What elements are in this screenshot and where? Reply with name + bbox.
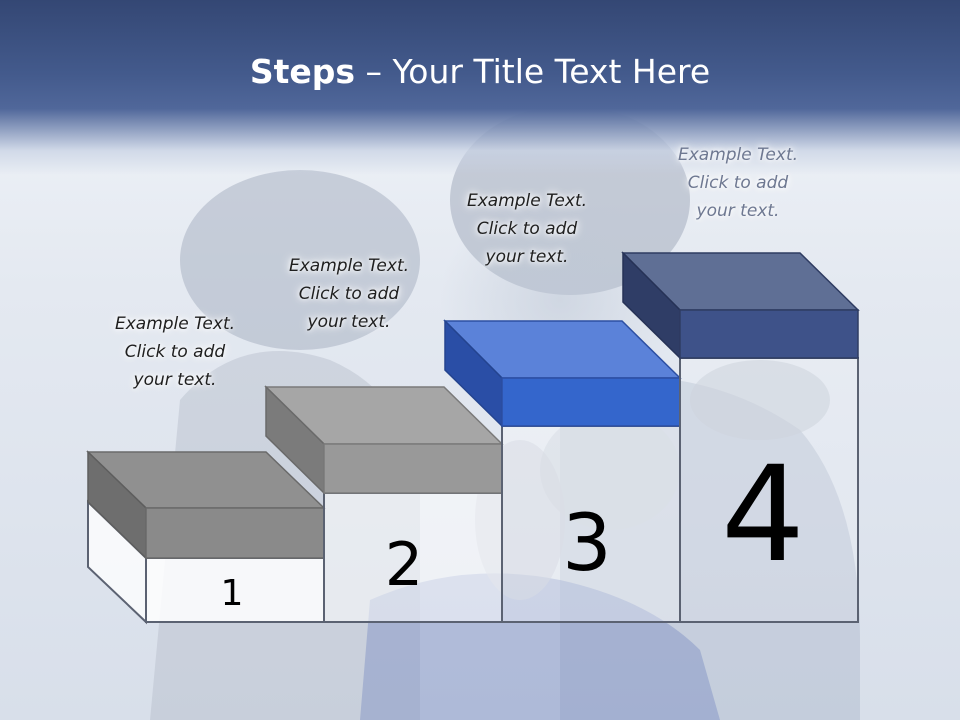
step-1-number: 1: [221, 573, 244, 614]
step-2-text[interactable]: Example Text. Click to add your text.: [249, 252, 449, 336]
step-4-column-front: [679, 357, 859, 623]
step-1-line-3: your text.: [133, 370, 217, 390]
step-2[interactable]: 2: [264, 385, 504, 623]
step-4-line-3: your text.: [696, 201, 780, 221]
step-4[interactable]: 4: [621, 251, 860, 623]
step-3-block-front: [501, 377, 681, 427]
step-3-text[interactable]: Example Text. Click to add your text.: [427, 187, 627, 271]
title-rest: – Your Title Text Here: [355, 52, 711, 91]
step-1-block-front: [145, 507, 325, 559]
step-4-block-front: [679, 309, 859, 359]
step-1[interactable]: 1: [86, 450, 326, 625]
step-3-line-2: Click to add: [476, 219, 578, 239]
step-3-number: 3: [562, 499, 612, 589]
step-2-block-front: [323, 443, 503, 494]
step-3[interactable]: 3: [443, 319, 682, 623]
step-2-line-1: Example Text.: [288, 256, 410, 276]
step-2-line-2: Click to add: [298, 284, 400, 304]
step-1-text[interactable]: Example Text. Click to add your text.: [75, 310, 275, 394]
step-3-line-3: your text.: [485, 247, 569, 267]
title-bold: Steps: [249, 52, 356, 91]
slide-title[interactable]: Steps – Your Title Text Here: [0, 52, 960, 91]
step-4-line-2: Click to add: [687, 173, 789, 193]
step-4-text[interactable]: Example Text. Click to add your text.: [638, 141, 838, 225]
step-2-column-front: [323, 492, 503, 623]
step-4-number: 4: [721, 438, 805, 592]
step-3-column-front: [501, 425, 681, 623]
step-1-line-2: Click to add: [124, 342, 226, 362]
step-2-line-3: your text.: [307, 312, 391, 332]
step-3-line-1: Example Text.: [466, 191, 588, 211]
step-1-line-1: Example Text.: [114, 314, 236, 334]
step-4-line-1: Example Text.: [677, 145, 799, 165]
title-band: [0, 0, 960, 175]
step-2-number: 2: [385, 530, 423, 600]
